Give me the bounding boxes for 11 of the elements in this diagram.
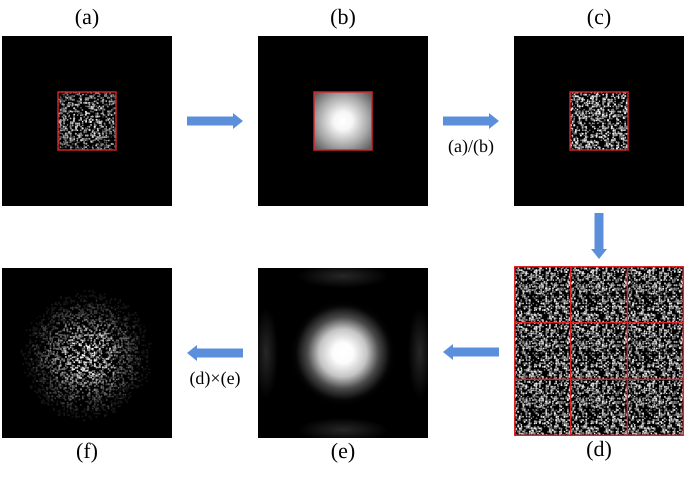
arrow bbox=[591, 213, 607, 259]
arrow bbox=[187, 345, 243, 361]
panel-label: (a) bbox=[74, 4, 100, 30]
arrow bbox=[443, 113, 499, 129]
panel-label: (f) bbox=[76, 438, 98, 464]
arrow bbox=[187, 113, 243, 129]
panel-label: (e) bbox=[330, 438, 356, 464]
panel-label: (d) bbox=[586, 436, 612, 462]
panel-label: (b) bbox=[330, 4, 356, 30]
panel-label: (c) bbox=[586, 4, 612, 30]
arrow bbox=[443, 344, 499, 360]
